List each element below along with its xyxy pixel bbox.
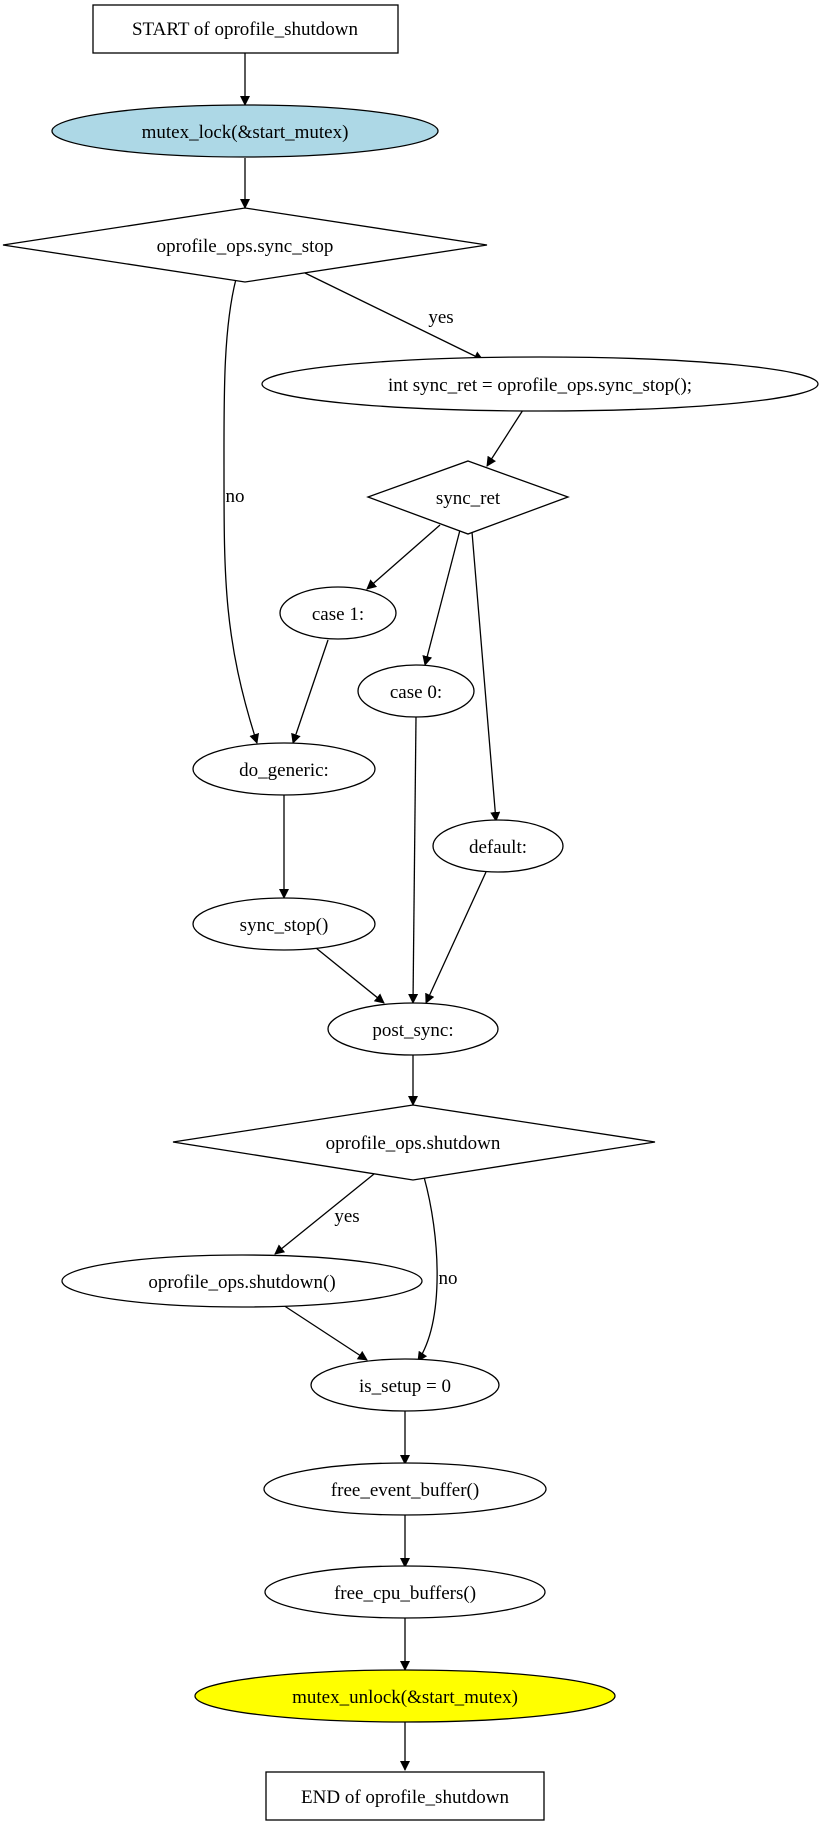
node-case1: case 1:	[279, 586, 397, 640]
sync-stop-call-label: sync_stop()	[240, 915, 329, 936]
edge-sync-ret-to-case0	[422, 529, 461, 666]
case0-label: case 0:	[390, 682, 442, 703]
mutex-lock-label: mutex_lock(&start_mutex)	[142, 122, 349, 143]
sync-stop-check-diamond	[2, 207, 488, 283]
mutex-unlock-label: mutex_unlock(&start_mutex)	[292, 1687, 518, 1708]
case0-ellipse	[357, 664, 475, 718]
sync-ret-assign-label: int sync_ret = oprofile_ops.sync_stop();	[388, 375, 692, 396]
shutdown-check-label: oprofile_ops.shutdown	[326, 1133, 501, 1154]
edge-sync-stop-call-to-post-sync	[315, 947, 385, 1004]
default-label: default:	[469, 837, 527, 858]
default-ellipse	[432, 819, 564, 873]
case1-ellipse	[279, 586, 397, 640]
edge-label-shutdown-yes: yes	[334, 1206, 359, 1227]
node-default: default:	[432, 819, 564, 873]
start-box	[92, 4, 399, 54]
edge-sync-ret-to-default	[471, 531, 501, 822]
shutdown-call-ellipse	[61, 1254, 423, 1308]
sync-stop-call-ellipse	[192, 897, 376, 951]
sync-stop-check-label: oprofile_ops.sync_stop	[157, 236, 334, 257]
shutdown-call-label: oprofile_ops.shutdown()	[148, 1272, 335, 1293]
node-mutex-unlock: mutex_unlock(&start_mutex)	[194, 1669, 616, 1723]
free-event-ellipse	[263, 1462, 547, 1516]
free-event-label: free_event_buffer()	[331, 1480, 479, 1501]
shutdown-check-diamond	[172, 1104, 656, 1181]
node-free-event: free_event_buffer()	[263, 1462, 547, 1516]
node-sync-stop-call: sync_stop()	[192, 897, 376, 951]
post-sync-ellipse	[327, 1002, 499, 1056]
node-end: END of oprofile_shutdown	[265, 1771, 545, 1821]
is-setup-label: is_setup = 0	[359, 1376, 451, 1397]
node-is-setup: is_setup = 0	[310, 1358, 500, 1412]
edge-default-to-post-sync	[425, 871, 487, 1004]
sync-ret-assign-ellipse	[261, 356, 819, 412]
edge-labels: yes no yes no	[226, 307, 458, 1289]
start-label: START of oprofile_shutdown	[132, 19, 359, 40]
sync-ret-label: sync_ret	[436, 488, 501, 509]
end-box	[265, 1771, 545, 1821]
node-case0: case 0:	[357, 664, 475, 718]
edge-shutdown-yes	[274, 1173, 375, 1255]
free-cpu-ellipse	[264, 1565, 546, 1619]
post-sync-label: post_sync:	[372, 1020, 453, 1041]
edge-case1-to-do-generic	[291, 639, 329, 744]
edge-label-shutdown-no: no	[439, 1268, 458, 1289]
edge-sync-ret-to-case1	[366, 524, 441, 590]
mutex-unlock-ellipse	[194, 1669, 616, 1723]
do-generic-ellipse	[192, 742, 376, 796]
node-shutdown-check: oprofile_ops.shutdown	[172, 1104, 656, 1181]
edge-sync-stop-no	[223, 278, 260, 744]
edge-assign-to-sync-ret	[486, 409, 524, 467]
node-sync-stop-check: oprofile_ops.sync_stop	[2, 207, 488, 283]
edge-sync-stop-yes	[304, 272, 484, 361]
sync-ret-diamond	[366, 460, 570, 535]
edges	[223, 53, 524, 1771]
end-label: END of oprofile_shutdown	[301, 1787, 509, 1808]
node-sync-ret-assign: int sync_ret = oprofile_ops.sync_stop();	[261, 356, 819, 412]
case1-label: case 1:	[312, 604, 364, 625]
edge-case0-to-post-sync	[408, 716, 419, 1004]
is-setup-ellipse	[310, 1358, 500, 1412]
edge-shutdown-no	[417, 1176, 438, 1362]
do-generic-label: do_generic:	[239, 760, 329, 781]
node-start: START of oprofile_shutdown	[92, 4, 399, 54]
node-do-generic: do_generic:	[192, 742, 376, 796]
free-cpu-label: free_cpu_buffers()	[334, 1583, 476, 1604]
node-shutdown-call: oprofile_ops.shutdown()	[61, 1254, 423, 1308]
node-free-cpu: free_cpu_buffers()	[264, 1565, 546, 1619]
edge-label-sync-yes: yes	[428, 307, 453, 328]
node-mutex-lock: mutex_lock(&start_mutex)	[51, 104, 439, 158]
node-post-sync: post_sync:	[327, 1002, 499, 1056]
mutex-lock-ellipse	[51, 104, 439, 158]
edge-shutdown-call-to-is-setup	[282, 1304, 368, 1361]
edge-label-sync-no: no	[226, 486, 245, 507]
node-sync-ret: sync_ret	[366, 460, 570, 535]
